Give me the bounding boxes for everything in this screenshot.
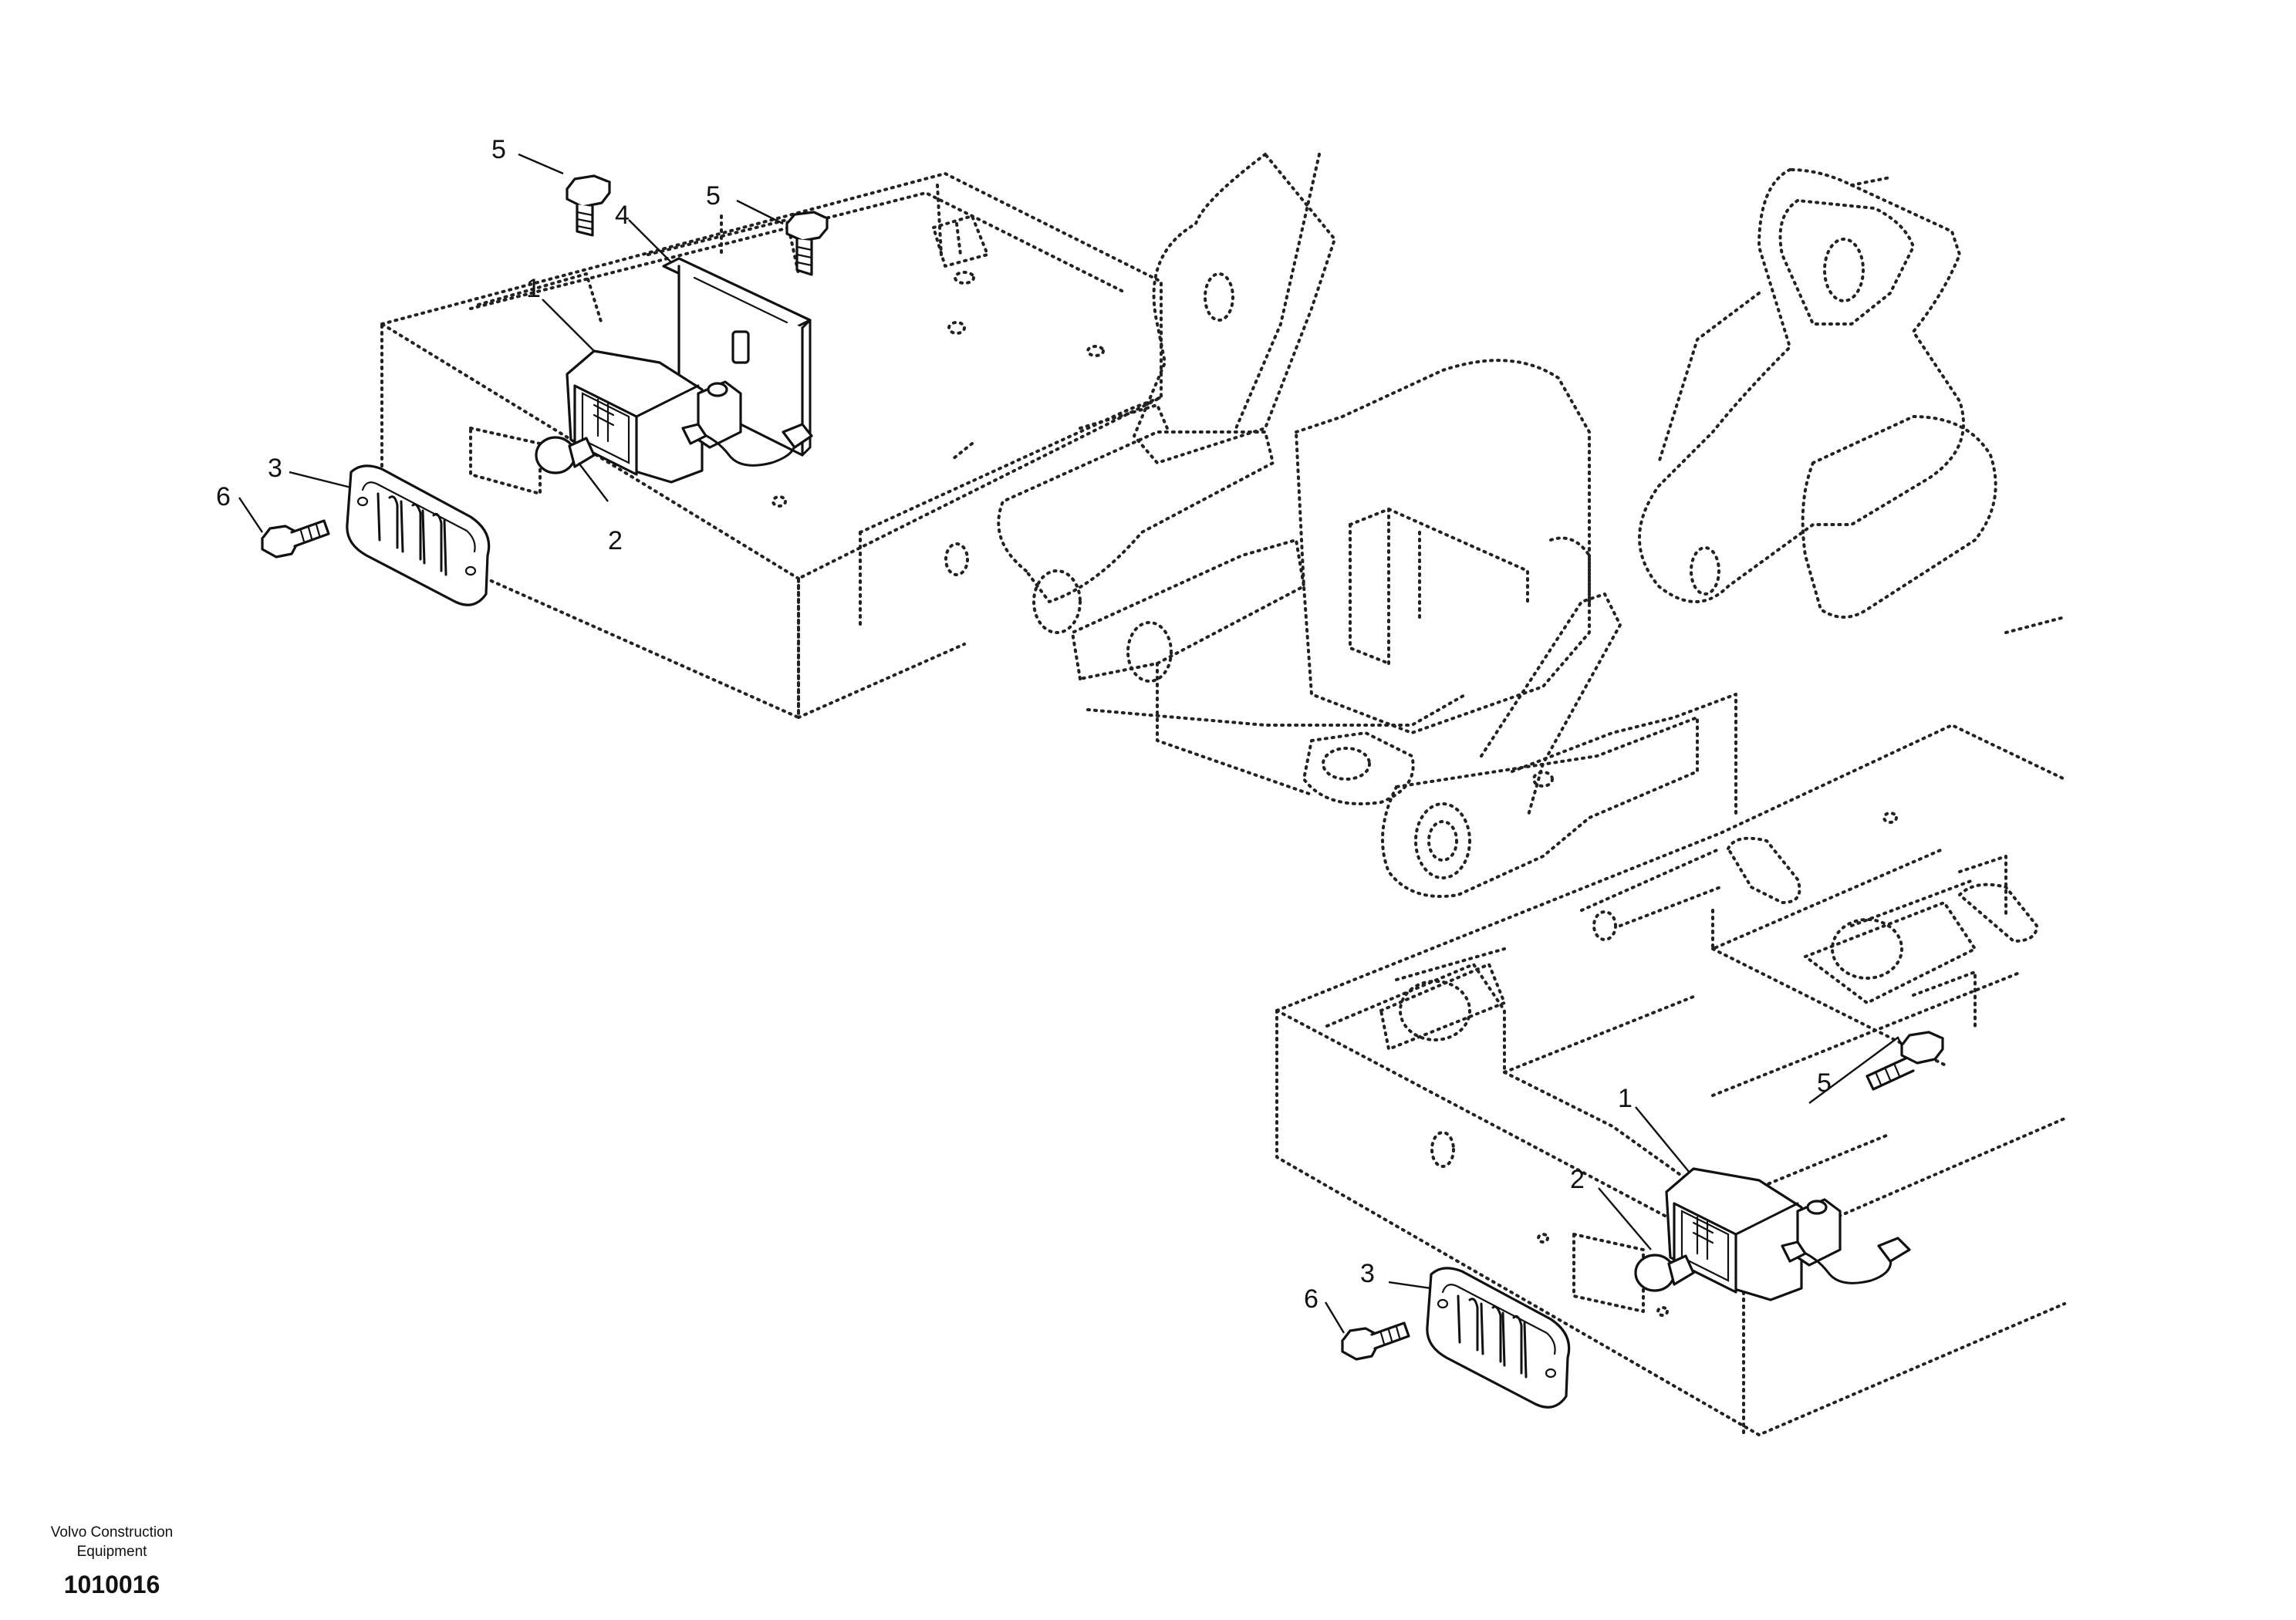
- brand-line-1: Volvo Construction: [51, 1524, 173, 1541]
- bolt-6-upper: [261, 519, 330, 559]
- callout-4-upper: 4: [615, 201, 630, 230]
- callout-1-upper: 1: [526, 274, 541, 303]
- bulb-right: [1634, 1254, 1695, 1292]
- work-light-left: [566, 349, 813, 484]
- brand-line-2: Equipment: [77, 1544, 148, 1560]
- bolt-5-right: [1866, 1031, 1944, 1091]
- callout-5-lower: 5: [1817, 1068, 1832, 1098]
- callout-leaders: [238, 153, 1903, 1334]
- bulb-left: [535, 436, 596, 474]
- callout-6-upper: 6: [216, 482, 231, 511]
- callout-1-lower: 1: [1618, 1084, 1633, 1113]
- callout-2-lower: 2: [1570, 1165, 1585, 1194]
- bolt-5-upper-a: [566, 174, 611, 237]
- callout-2-upper: 2: [608, 526, 623, 555]
- callout-5-upper-a: 5: [491, 135, 506, 164]
- work-light-right: [1665, 1167, 1911, 1301]
- callout-6-lower: 6: [1304, 1284, 1319, 1314]
- bolt-6-right: [1341, 1321, 1410, 1361]
- lamp-guard-left: [346, 464, 491, 606]
- callout-3-lower: 3: [1360, 1259, 1375, 1288]
- document-number: 1010016: [64, 1571, 160, 1598]
- bolt-5-upper-b: [785, 211, 829, 276]
- callout-3-upper: 3: [268, 454, 282, 483]
- callout-5-upper-b: 5: [706, 181, 721, 211]
- lamp-guard-right: [1426, 1267, 1571, 1409]
